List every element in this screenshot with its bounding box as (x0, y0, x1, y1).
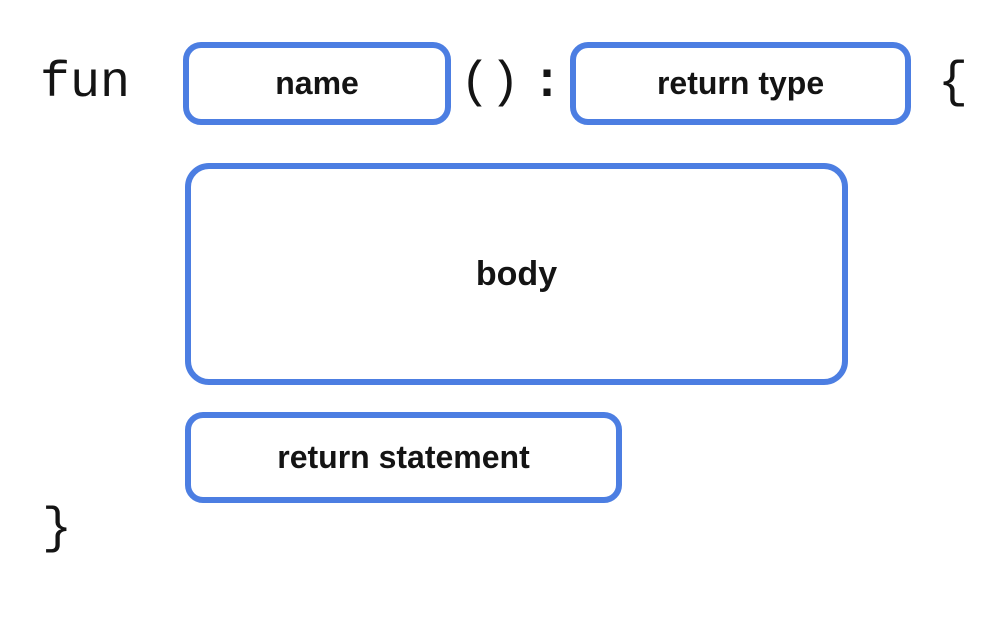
name-slot: name (183, 42, 452, 125)
open-brace: { (938, 54, 969, 112)
parentheses: () (460, 54, 521, 112)
return-type-slot: return type (570, 42, 912, 125)
keyword-fun: fun (40, 54, 131, 112)
body-slot-label: body (475, 254, 558, 293)
name-slot-label: name (275, 65, 359, 101)
function-signature-row: fun name () : return type { (40, 42, 968, 125)
return-statement-slot: return statement (185, 412, 622, 503)
colon: : (532, 54, 563, 112)
return-statement-slot-label: return statement (277, 439, 530, 475)
body-slot: body (185, 163, 848, 385)
close-brace: } (42, 501, 73, 558)
return-type-slot-label: return type (656, 65, 825, 101)
